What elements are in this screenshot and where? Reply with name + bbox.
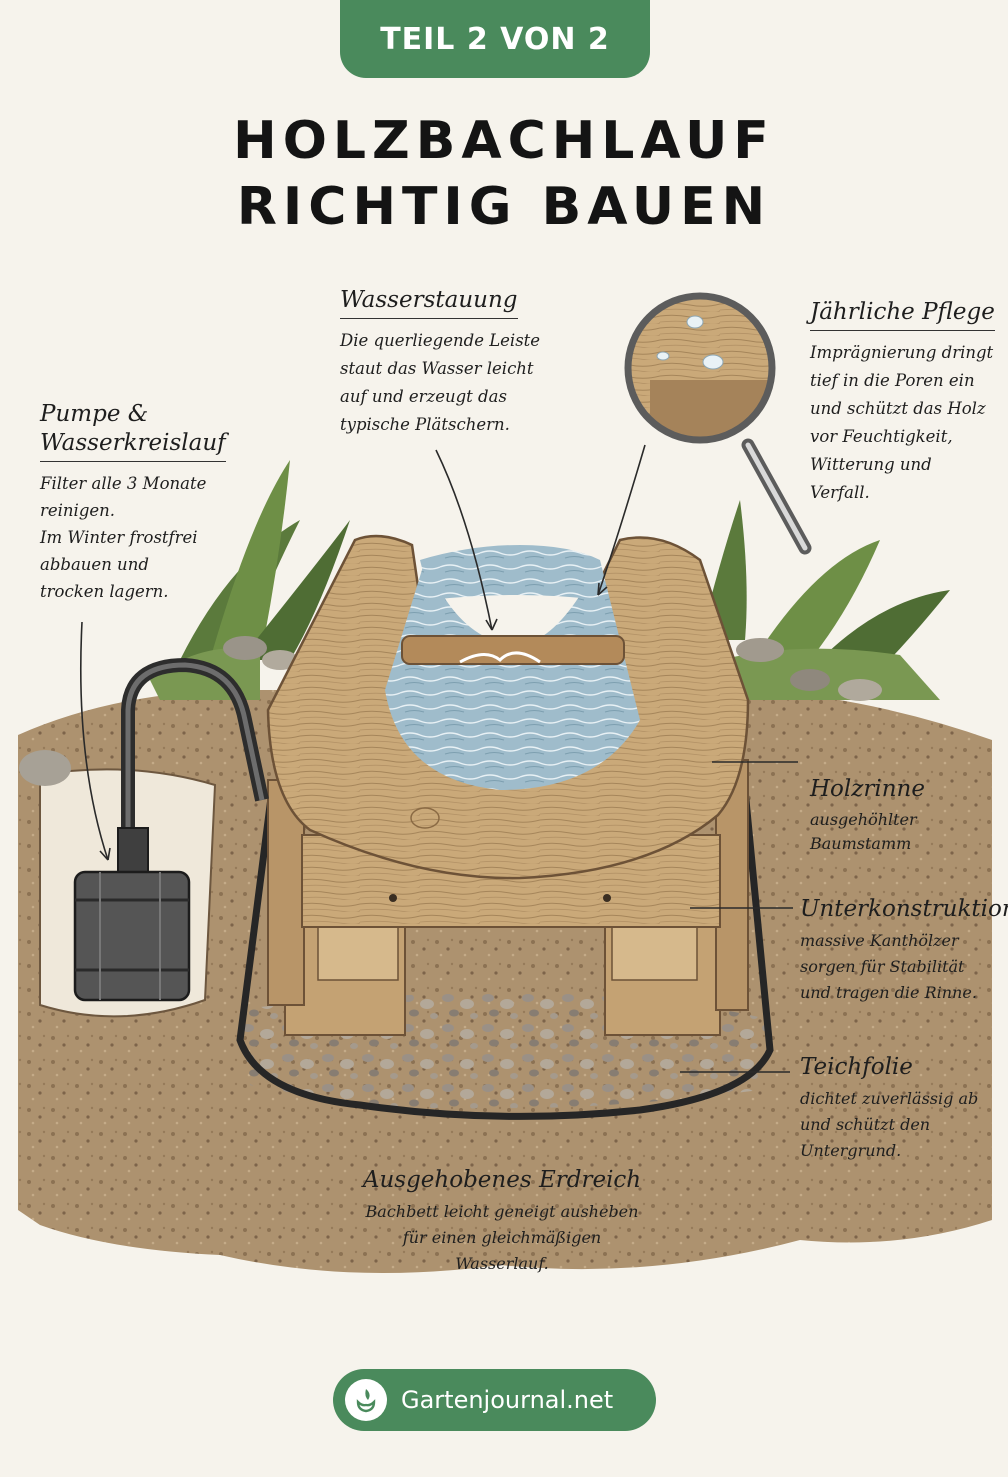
annotation-line: massive Kanthölzer <box>800 931 959 950</box>
annotation-line: trocken lagern. <box>40 582 169 601</box>
annotation-line: Untergrund. <box>800 1141 902 1160</box>
annotation-pflege: Jährliche Pflege Imprägnierung dringt ti… <box>810 298 995 507</box>
pond-liner <box>236 789 774 1120</box>
annotation-line: Im Winter frostfrei <box>40 528 198 547</box>
annotation-heading-line-1: Pumpe & <box>40 401 149 427</box>
part-badge-text: TEIL 2 VON 2 <box>380 21 610 57</box>
page-title: HOLZBACHLAUF RICHTIG BAUEN <box>0 108 1008 240</box>
annotation-line: Baumstamm <box>810 834 912 853</box>
annotation-wasserstauung: Wasserstauung Die querliegende Leiste st… <box>340 286 540 439</box>
vegetation <box>19 460 950 786</box>
annotation-heading: Jährliche Pflege <box>810 298 995 331</box>
annotation-line: abbauen und <box>40 555 149 574</box>
annotation-heading: Holzrinne <box>810 776 925 802</box>
wood-trough <box>266 534 750 880</box>
title-line-1: HOLZBACHLAUF <box>233 111 775 171</box>
annotation-line: Witterung und <box>810 455 932 474</box>
annotation-line: typische Plätschern. <box>340 415 510 434</box>
annotation-heading: Teichfolie <box>800 1054 913 1080</box>
annotation-heading-line-2: Wasserkreislauf <box>40 429 226 462</box>
annotation-line: Verfall. <box>810 483 870 502</box>
annotation-line: Bachbett leicht geneigt ausheben <box>365 1202 639 1221</box>
annotation-line: und schützt den <box>800 1115 931 1134</box>
title-line-2: RICHTIG BAUEN <box>236 177 772 237</box>
annotation-erdreich: Ausgehobenes Erdreich Bachbett leicht ge… <box>362 1166 642 1277</box>
annotation-teichfolie: Teichfolie dichtet zuverlässig ab und sc… <box>800 1053 978 1164</box>
leaf-hand-icon <box>345 1379 387 1421</box>
annotation-line: Filter alle 3 Monate <box>40 474 207 493</box>
annotation-pumpe: Pumpe & Wasserkreislauf Filter alle 3 Mo… <box>40 400 226 605</box>
site-name: Gartenjournal.net <box>401 1386 614 1414</box>
annotation-line: tief in die Poren ein <box>810 371 975 390</box>
annotation-line: dichtet zuverlässig ab <box>800 1089 979 1108</box>
annotation-heading: Ausgehobenes Erdreich <box>362 1167 642 1193</box>
annotation-line: ausgehöhlter <box>810 810 917 829</box>
part-badge: TEIL 2 VON 2 <box>340 0 650 78</box>
annotation-holzrinne: Holzrinne ausgehöhlter Baumstamm <box>810 775 925 856</box>
magnifier-icon <box>624 292 812 555</box>
annotation-line: staut das Wasser leicht <box>340 359 534 378</box>
annotation-line: vor Feuchtigkeit, <box>810 427 953 446</box>
annotation-heading: Wasserstauung <box>340 286 518 319</box>
annotation-line: reinigen. <box>40 501 116 520</box>
annotation-line: und tragen die Rinne. <box>800 983 977 1002</box>
annotation-line: auf und erzeugt das <box>340 387 507 406</box>
site-badge[interactable]: Gartenjournal.net <box>333 1369 656 1431</box>
annotation-line: und schützt das Holz <box>810 399 986 418</box>
annotation-heading: Unterkonstruktion <box>800 896 1008 922</box>
pump-icon <box>73 657 269 1002</box>
annotation-line: Die querliegende Leiste <box>340 331 541 350</box>
annotation-line: sorgen für Stabilität <box>800 957 965 976</box>
leader-lines <box>79 444 798 1073</box>
annotation-line: für einen gleichmäßigen Wasserlauf. <box>402 1228 602 1273</box>
annotation-line: Imprägnierung dringt <box>810 343 994 362</box>
annotation-unterkonstruktion: Unterkonstruktion massive Kanthölzer sor… <box>800 895 1008 1006</box>
